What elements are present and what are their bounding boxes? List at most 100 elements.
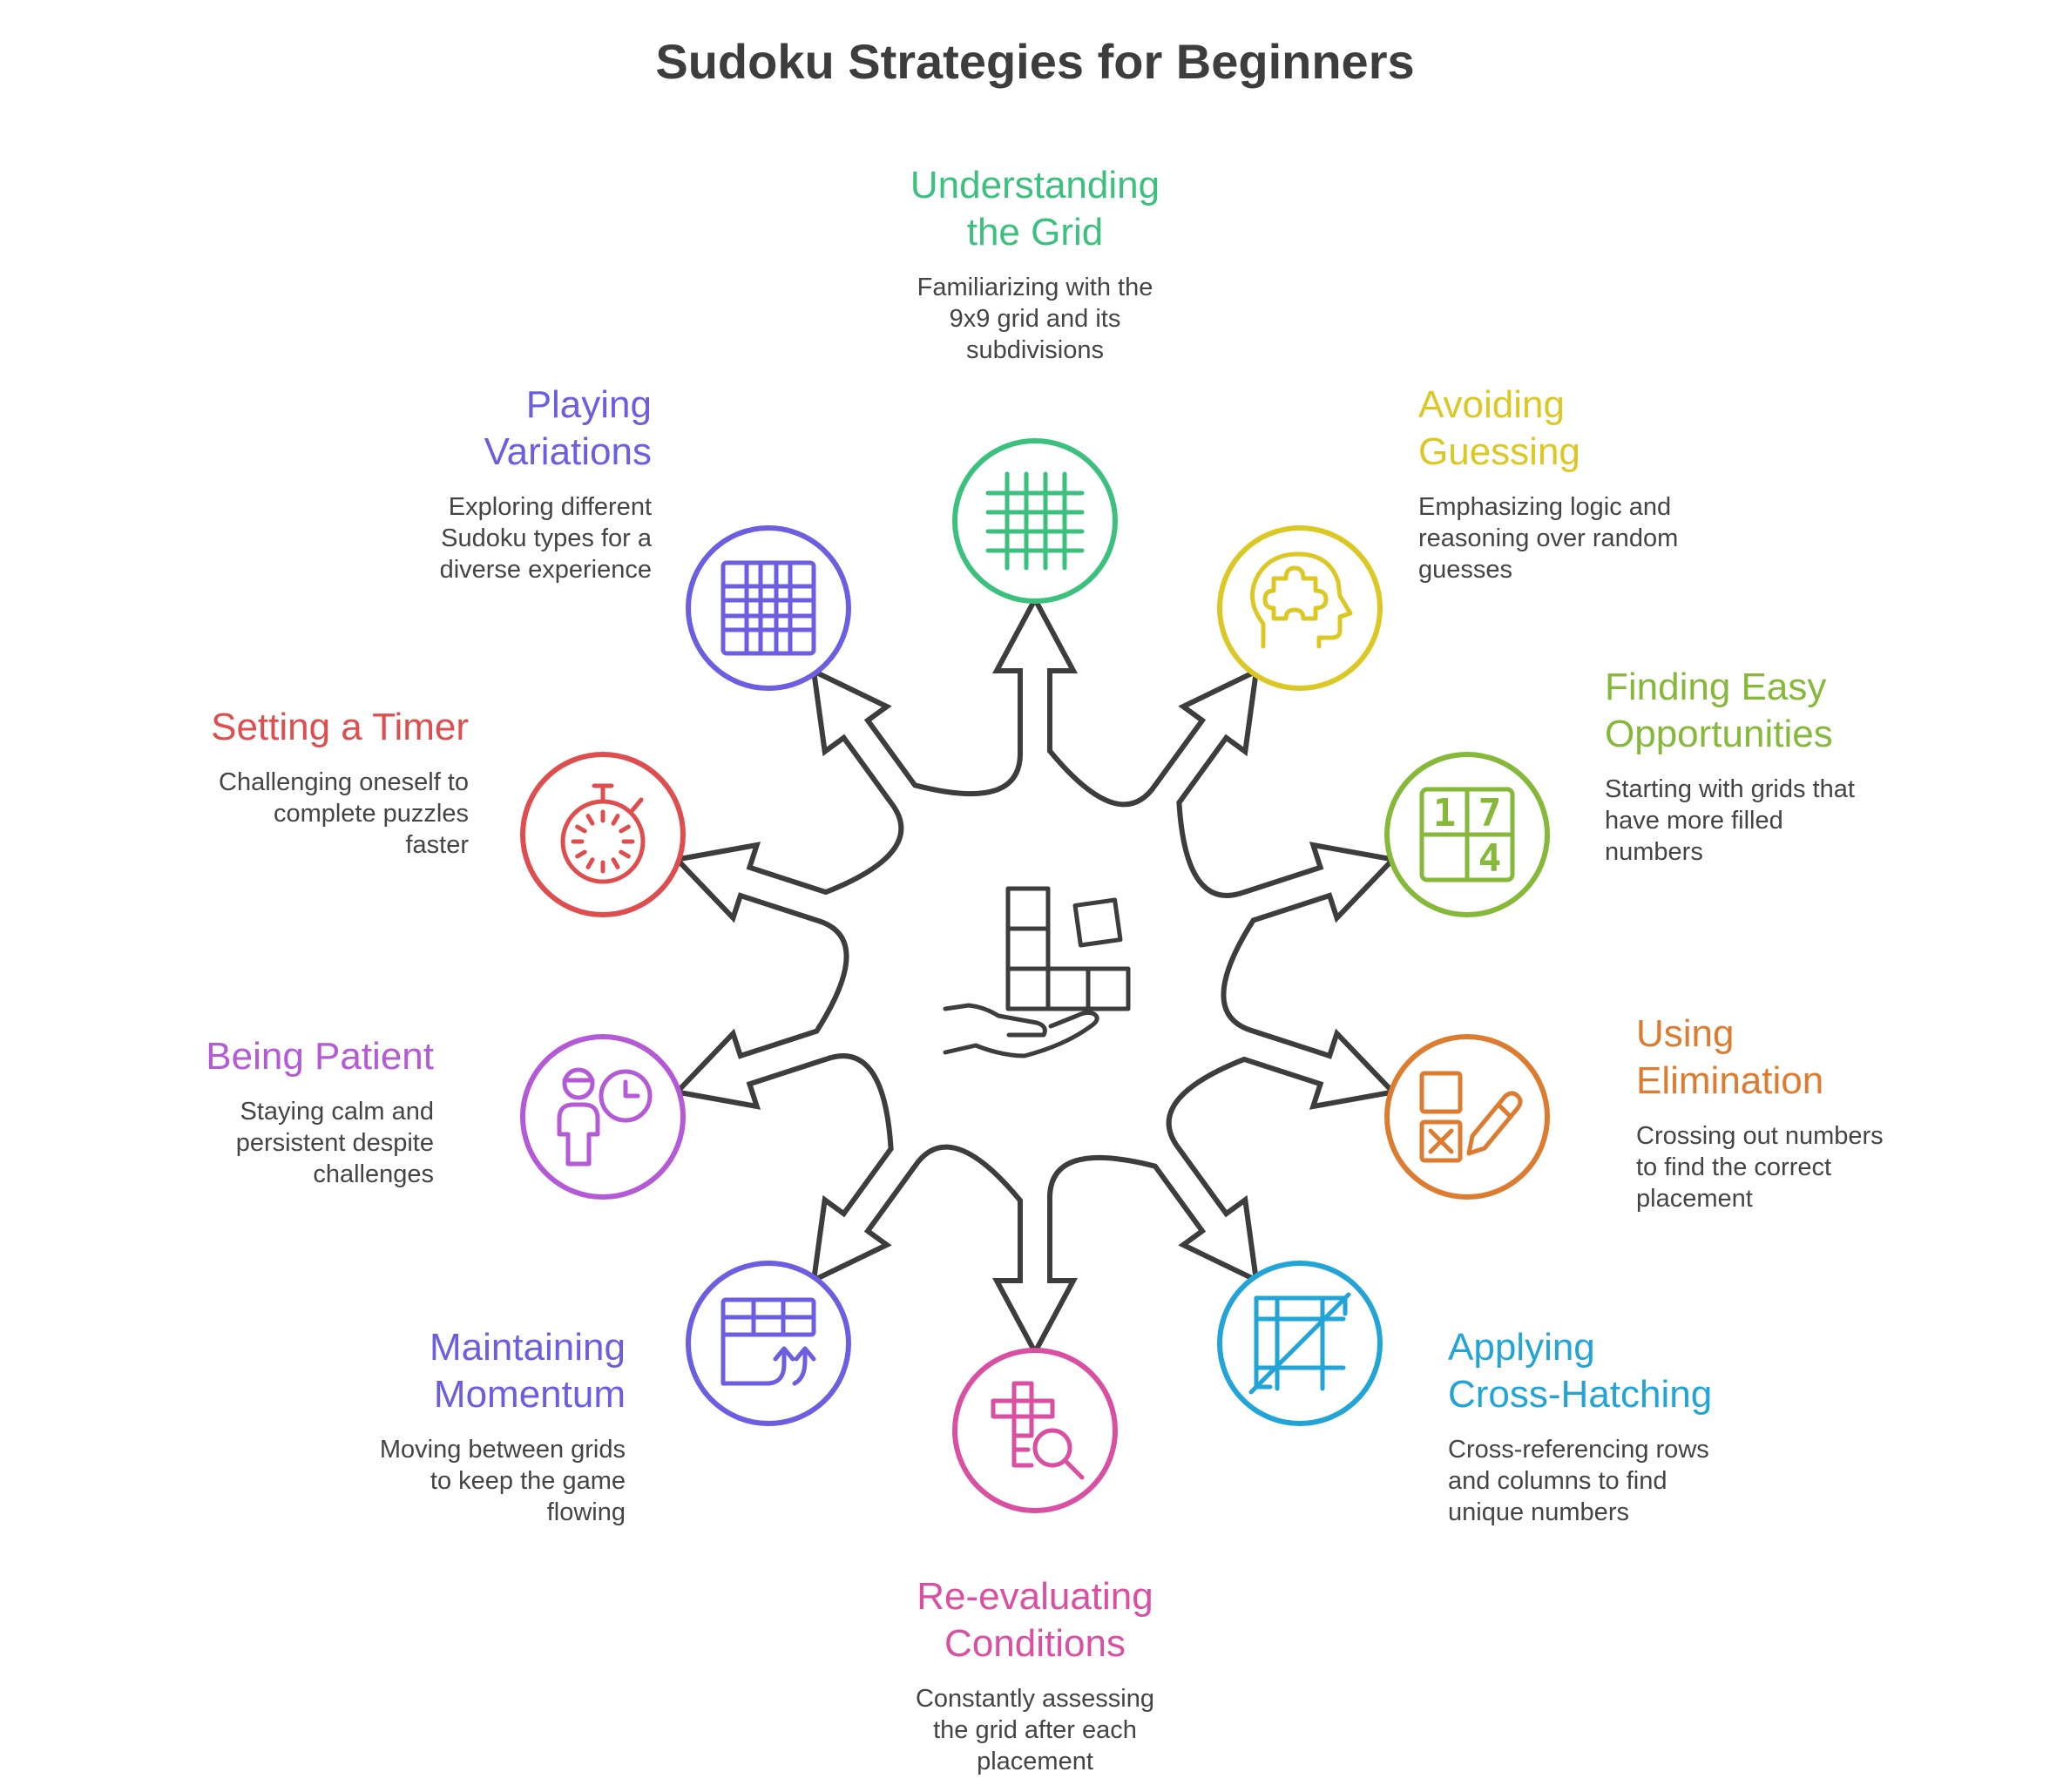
strategy-description: Familiarizing with the 9x9 grid and its su… — [904, 272, 1166, 366]
avoiding-guessing-circle — [1217, 525, 1383, 691]
strategy-description-line: Challenging oneself to — [219, 768, 469, 796]
strategy-title-line: Finding Easy — [1605, 666, 1827, 708]
strategy-description-line: Emphasizing logic and — [1418, 493, 1672, 521]
strategy-description-line: placement — [977, 1748, 1093, 1775]
strategy-description-line: numbers — [1605, 838, 1703, 866]
strategy-title-line: Opportunities — [1605, 713, 1833, 755]
grid-icon — [985, 471, 1085, 571]
strategy-title-line: Momentum — [433, 1373, 626, 1416]
strategy-title-line: Elimination — [1636, 1059, 1824, 1102]
maintaining-momentum-circle — [686, 1261, 851, 1426]
strategy-description-line: persistent despite — [235, 1129, 434, 1157]
strategy-title-line: Maintaining — [429, 1326, 626, 1369]
strategy-description-line: diverse experience — [439, 556, 652, 584]
icon-digit: 1 — [1433, 791, 1457, 835]
strategy-title-line: Re-evaluating — [917, 1575, 1153, 1618]
cross-out-pencil-icon — [1419, 1071, 1523, 1163]
strategy-description: Starting with grids that have more filled… — [1605, 774, 1918, 868]
strategy-description-line: Starting with grids that — [1605, 775, 1855, 803]
strategy-description-line: challenges — [313, 1160, 434, 1188]
strategy-description-line: complete puzzles — [273, 800, 469, 828]
strategy-title-line: Cross-Hatching — [1448, 1373, 1713, 1416]
strategy-title: Understanding the Grid — [904, 162, 1166, 256]
strategy-description-line: subdivisions — [966, 336, 1104, 364]
strategy-title-line: Playing — [525, 383, 652, 426]
strategy-title-line: Avoiding — [1418, 383, 1565, 426]
strategy-description-line: Familiarizing with the — [917, 274, 1153, 301]
strategy-description-line: to keep the game — [430, 1467, 626, 1495]
strategy-description-line: Cross-referencing rows — [1448, 1436, 1709, 1464]
strategy-description-line: flowing — [546, 1498, 626, 1526]
strategy-title-line: the Grid — [966, 211, 1104, 254]
strategy-description: Emphasizing logic and reasoning over rand… — [1418, 491, 1732, 585]
strategy-description: Moving between grids to keep the game flow… — [312, 1434, 626, 1528]
strategy-title: Setting a Timer — [155, 704, 469, 751]
waffle-grid-icon — [720, 560, 816, 656]
strategy-description-line: to find the correct — [1636, 1153, 1832, 1181]
strategy-title-line: Variations — [484, 430, 652, 473]
strategy-description-line: Exploring different — [448, 493, 652, 521]
hub-with-arrows — [672, 593, 1398, 1358]
strategy-description-line: Crossing out numbers — [1636, 1122, 1884, 1150]
strategy-title-line: Understanding — [910, 164, 1160, 206]
strategy-description-line: 9x9 grid and its — [949, 305, 1121, 333]
playing-variations-circle — [686, 525, 851, 691]
strategy-description: Constantly assessing the grid after each p… — [904, 1683, 1166, 1777]
hatched-grid-icon — [1248, 1292, 1351, 1395]
hub-outline — [672, 593, 1398, 1358]
strategy-title-line: Applying — [1448, 1326, 1595, 1369]
re-evaluating-conditions-circle — [952, 1348, 1118, 1513]
strategy-description-line: unique numbers — [1448, 1498, 1629, 1526]
person-clock-icon — [557, 1067, 653, 1166]
setting-a-timer-circle — [520, 752, 686, 917]
strategy-title: Being Patient — [120, 1033, 434, 1080]
strategy-description: Cross-referencing rows and columns to fin… — [1448, 1434, 1762, 1528]
strategy-description-line: and columns to find — [1448, 1467, 1668, 1495]
icon-digit: 4 — [1478, 836, 1502, 881]
strategy-description-line: reasoning over random — [1418, 524, 1679, 552]
strategy-description-line: faster — [405, 831, 469, 859]
strategy-description-line: have more filled — [1605, 807, 1783, 835]
strategy-title-line: Guessing — [1418, 430, 1580, 473]
grid-arrows-icon — [720, 1297, 816, 1386]
using-elimination-circle — [1384, 1034, 1550, 1200]
strategy-description-line: guesses — [1418, 556, 1513, 584]
strategy-title-line: Conditions — [944, 1622, 1126, 1665]
strategy-description-line: the grid after each — [933, 1716, 1137, 1744]
strategy-description-line: placement — [1636, 1185, 1753, 1213]
page-title: Sudoku Strategies for Beginners — [655, 34, 1415, 89]
understanding-the-grid-circle — [952, 438, 1118, 604]
strategy-description: Crossing out numbers to find the correct p… — [1636, 1120, 1932, 1214]
strategy-description: Staying calm and persistent despite challe… — [120, 1096, 434, 1190]
stopwatch-icon — [560, 783, 646, 884]
strategy-description-line: Staying calm and — [240, 1098, 434, 1126]
strategy-description-line: Constantly assessing — [915, 1685, 1155, 1713]
strategy-description: Challenging oneself to complete puzzles fa… — [155, 767, 469, 861]
strategy-description-line: Sudoku types for a — [441, 524, 652, 552]
strategy-description-line: Moving between grids — [379, 1436, 626, 1464]
head-puzzle-icon — [1250, 551, 1353, 649]
being-patient-circle — [520, 1034, 686, 1200]
icon-digit: 7 — [1478, 791, 1502, 835]
blocks-in-hand-icon — [943, 886, 1131, 1058]
strategy-title-line: Setting a Timer — [211, 706, 469, 748]
crossword-search-icon — [991, 1381, 1085, 1480]
strategy-title-line: Using — [1636, 1012, 1735, 1055]
